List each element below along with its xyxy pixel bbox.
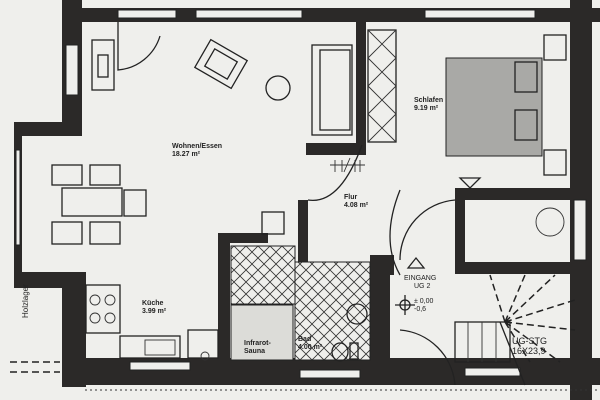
room-name: Infrarot- xyxy=(244,340,271,347)
level-marker: ± 0,00 -0,6 xyxy=(414,298,433,314)
room-area: 3.99 m² xyxy=(142,308,167,315)
room-label-holzlager: Holzlager xyxy=(21,284,30,318)
stair-dims: 16X23,9 xyxy=(512,346,546,356)
stair-name: UG-STG xyxy=(512,336,547,346)
doors xyxy=(117,22,456,386)
room-name: Wohnen/Essen xyxy=(172,143,223,150)
room-label-sauna: Infrarot- Sauna xyxy=(244,340,271,356)
room-label-flur: Flur 4.08 m² xyxy=(344,194,368,210)
level-value: ± 0,00 xyxy=(414,298,434,305)
windows xyxy=(15,9,587,379)
room-area: 4.00 m² xyxy=(298,344,323,351)
room-label-schlafen: Schlafen 9.19 m² xyxy=(414,97,443,113)
entrance-sub: UG 2 xyxy=(414,283,431,290)
room-name: Küche xyxy=(142,300,164,307)
room-label-wohnen: Wohnen/Essen 18.27 m² xyxy=(172,143,222,159)
room-area: 18.27 m² xyxy=(172,151,201,158)
room-label-bad: Bad 4.00 m² xyxy=(298,336,322,352)
entrance-name: EINGANG xyxy=(404,275,437,282)
level-value-2: -0,6 xyxy=(414,306,427,313)
entrance-label: EINGANG UG 2 xyxy=(404,275,436,291)
room-area: 9.19 m² xyxy=(414,105,439,112)
furniture xyxy=(10,29,600,391)
room-label-kueche: Küche 3.99 m² xyxy=(142,300,166,316)
room-name: Flur xyxy=(344,194,358,201)
stair-label: UG-STG 16X23,9 xyxy=(512,336,547,356)
room-name: Schlafen xyxy=(414,97,444,104)
room-name-2: Sauna xyxy=(244,348,266,355)
room-area: 4.08 m² xyxy=(344,202,369,209)
room-name: Bad xyxy=(298,336,312,343)
